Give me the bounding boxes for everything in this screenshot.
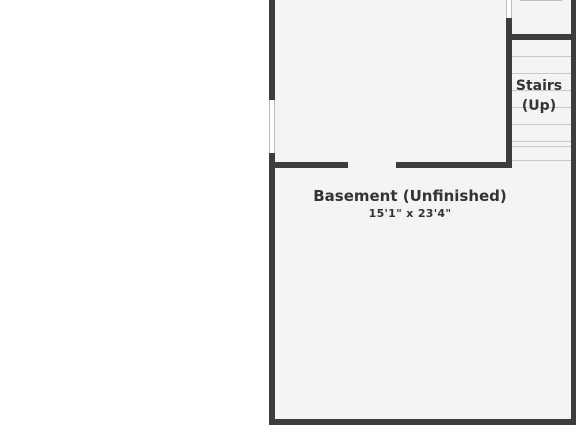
stairs-direction: (Up) xyxy=(521,98,557,114)
stair-divider-wall xyxy=(506,18,512,168)
basement-name: Basement (Unfinished) xyxy=(313,187,507,205)
door-opening xyxy=(506,0,562,18)
stairs-name: Stairs xyxy=(515,78,563,94)
upper-room-floor xyxy=(273,0,506,165)
walls xyxy=(269,0,576,425)
basement-dimensions: 15'1" x 23'4" xyxy=(368,207,452,220)
basement-floor xyxy=(273,165,573,420)
window xyxy=(269,100,275,153)
interior-wall-right xyxy=(396,162,512,168)
stairs-label: Stairs (Up) xyxy=(506,76,572,116)
stair-top-wall xyxy=(512,34,576,40)
interior-wall-left xyxy=(275,162,348,168)
left-wall-lower xyxy=(269,153,275,425)
right-wall xyxy=(571,0,576,425)
stair-treads xyxy=(512,56,572,161)
stairs-floor xyxy=(512,40,573,165)
left-wall-upper xyxy=(269,0,275,100)
bottom-wall xyxy=(269,419,576,425)
basement-label: Basement (Unfinished) 15'1" x 23'4" xyxy=(300,187,520,221)
top-right-floor xyxy=(512,0,573,36)
